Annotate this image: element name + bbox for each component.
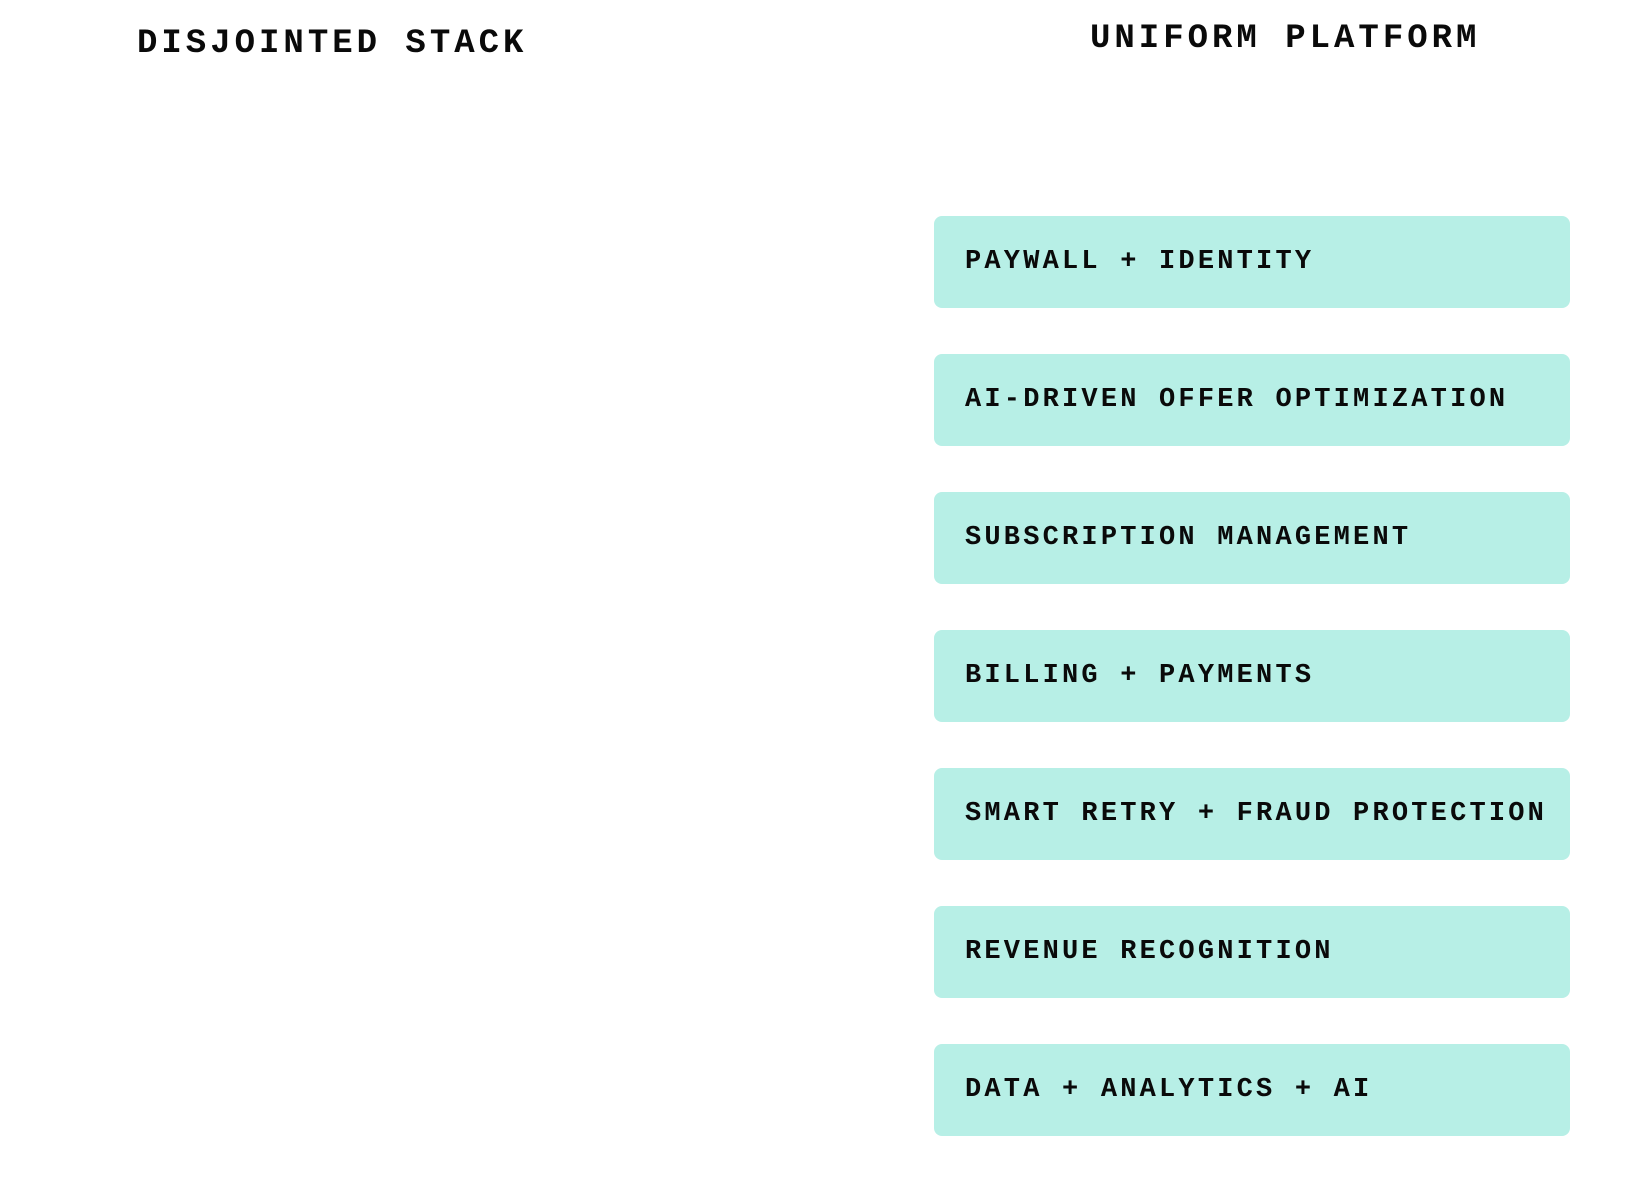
uniform-platform-stack: PAYWALL + IDENTITY AI-DRIVEN OFFER OPTIM…: [934, 216, 1570, 1182]
layer-label: AI-DRIVEN OFFER OPTIMIZATION: [965, 385, 1509, 415]
layer-label: BILLING + PAYMENTS: [965, 661, 1315, 691]
layer-label: SUBSCRIPTION MANAGEMENT: [965, 523, 1412, 553]
layer-label: PAYWALL + IDENTITY: [965, 247, 1315, 277]
platform-layer-paywall-identity: PAYWALL + IDENTITY: [934, 216, 1570, 308]
platform-layer-billing-payments: BILLING + PAYMENTS: [934, 630, 1570, 722]
disjointed-stack-heading: DISJOINTED STACK: [137, 25, 528, 63]
platform-layer-revenue-recognition: REVENUE RECOGNITION: [934, 906, 1570, 998]
platform-layer-offer-optimization: AI-DRIVEN OFFER OPTIMIZATION: [934, 354, 1570, 446]
platform-layer-smart-retry-fraud: SMART RETRY + FRAUD PROTECTION: [934, 768, 1570, 860]
platform-layer-data-analytics-ai: DATA + ANALYTICS + AI: [934, 1044, 1570, 1136]
platform-layer-subscription-management: SUBSCRIPTION MANAGEMENT: [934, 492, 1570, 584]
disjointed-stack-area: [0, 80, 880, 1166]
layer-label: SMART RETRY + FRAUD PROTECTION: [965, 799, 1548, 829]
uniform-platform-heading: UNIFORM PLATFORM: [1090, 20, 1481, 58]
layer-label: DATA + ANALYTICS + AI: [965, 1075, 1373, 1105]
layer-label: REVENUE RECOGNITION: [965, 937, 1334, 967]
